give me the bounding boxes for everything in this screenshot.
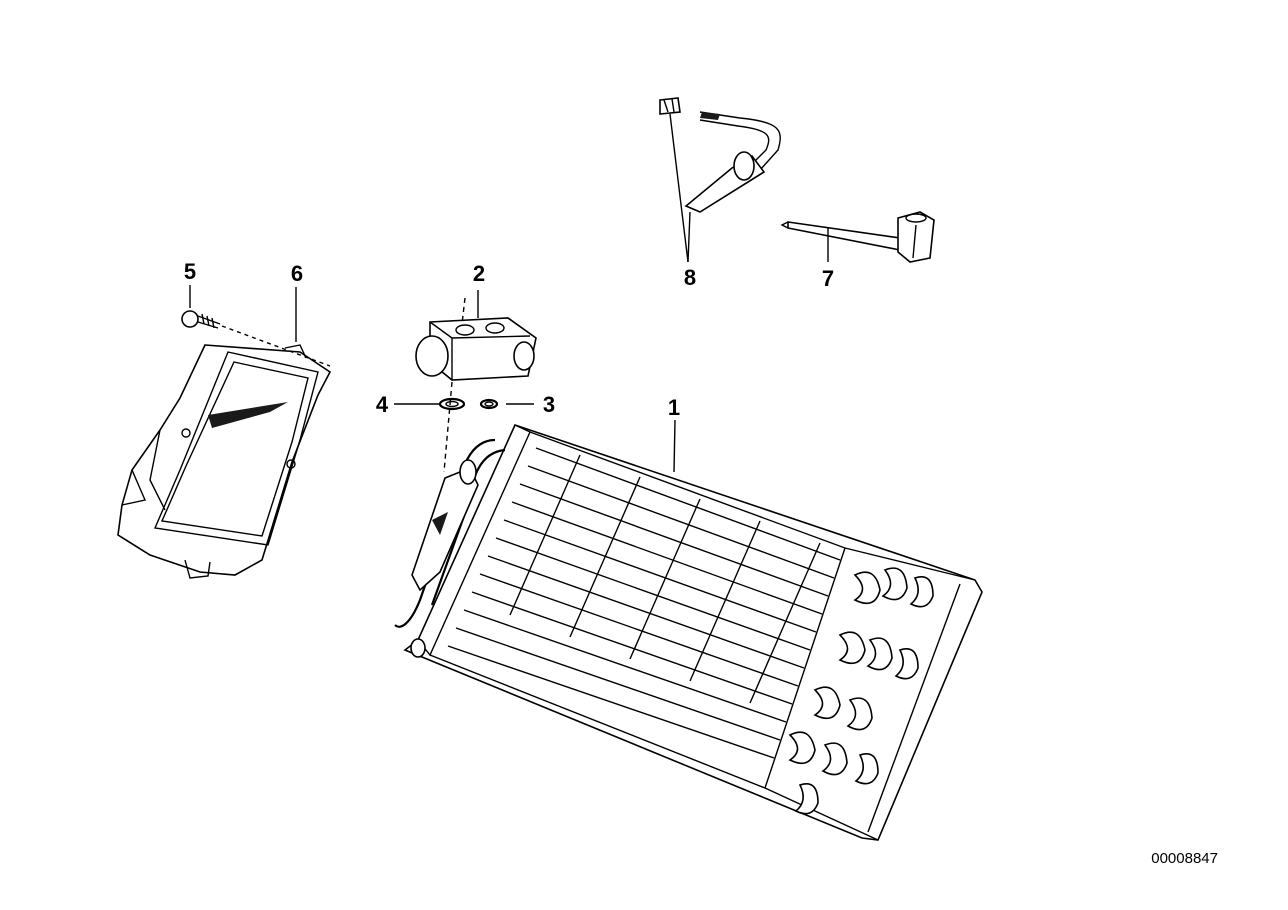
callout-4: 4	[376, 392, 389, 417]
evaporator	[394, 424, 983, 841]
callout-7: 7	[822, 266, 834, 291]
screw	[181, 310, 331, 367]
bracket	[780, 211, 935, 263]
callout-6: 6	[291, 261, 303, 286]
evaporator-fins	[447, 447, 841, 759]
callout-3: 3	[543, 392, 555, 417]
o-ring-4	[438, 397, 466, 411]
callout-2: 2	[473, 261, 485, 286]
callout-1: 1	[668, 395, 680, 420]
callout-5: 5	[184, 259, 196, 284]
expansion-valve	[415, 297, 537, 473]
leader-lines	[189, 113, 829, 473]
callout-8: 8	[684, 265, 696, 290]
o-ring-3	[479, 398, 499, 410]
callouts: 1 2 3 4 5 6 7 8	[184, 259, 834, 420]
tube-bends	[788, 567, 934, 815]
cover-housing	[117, 344, 332, 579]
evaporator-pipes	[394, 438, 506, 658]
temperature-sensor	[659, 97, 781, 213]
document-number: 00008847	[1151, 850, 1218, 867]
